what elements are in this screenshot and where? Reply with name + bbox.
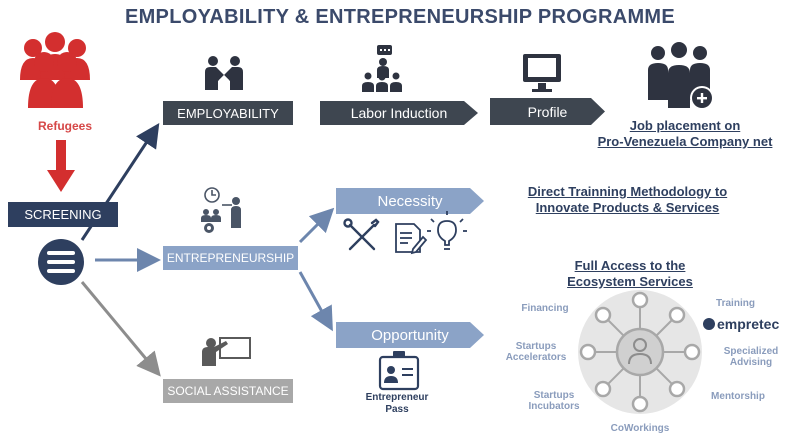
accelerators-line2: Accelerators	[505, 352, 567, 363]
ecosystem-line1: Full Access to the	[574, 258, 686, 273]
screening-box: SCREENING	[8, 202, 118, 227]
training-methodology-line1: Direct Trainning Methodology to	[527, 184, 728, 199]
opportunity-step: Opportunity	[336, 322, 484, 348]
user-hub-icon	[615, 327, 665, 377]
empretec-logo: empretec	[703, 315, 788, 332]
necessity-step: Necessity	[336, 188, 484, 214]
service-mentorship: Mentorship	[711, 391, 765, 402]
ecosystem-line2: Ecosystem Services	[567, 274, 693, 289]
advising-line2: Advising	[729, 357, 773, 368]
arrow-to-social-assistance	[80, 281, 161, 377]
labor-induction-step: Labor Induction	[320, 101, 478, 125]
profile-step: Profile	[490, 98, 605, 125]
job-placement-line1: Job placement on	[629, 118, 741, 133]
service-accelerators: Startups Accelerators	[490, 341, 582, 363]
entrepreneurship-box: ENTREPRENEURSHIP	[163, 246, 298, 270]
ecosystem-heading: Full Access to the Ecosystem Services	[545, 258, 715, 290]
entrepreneur-pass-line1: Entrepreneur	[365, 392, 429, 403]
arrow-to-necessity	[298, 207, 335, 244]
refugees-label: Refugees	[37, 119, 93, 133]
empretec-text: empretec	[717, 315, 780, 332]
service-advising: Specialized Advising	[708, 346, 794, 368]
entrepreneur-pass-label: Entrepreneur Pass	[352, 392, 442, 416]
training-methodology-outcome: Direct Trainning Methodology to Innovate…	[500, 184, 755, 216]
accelerators-line1: Startups	[515, 341, 557, 352]
service-training: Training	[716, 298, 755, 309]
advising-line1: Specialized	[723, 346, 779, 357]
service-coworkings: CoWorkings	[610, 423, 670, 434]
training-methodology-line2: Innovate Products & Services	[535, 200, 720, 215]
page-title: EMPLOYABILITY & ENTREPRENEURSHIP PROGRAM…	[124, 6, 676, 28]
employability-box: EMPLOYABILITY	[163, 101, 293, 125]
incubators-line2: Incubators	[528, 401, 580, 412]
service-incubators: Startups Incubators	[512, 390, 596, 412]
job-placement-line2: Pro-Venezuela Company net	[597, 134, 773, 149]
incubators-line1: Startups	[533, 390, 575, 401]
arrow-to-opportunity	[298, 271, 333, 332]
service-financing: Financing	[521, 303, 569, 314]
entrepreneur-pass-line2: Pass	[385, 404, 409, 415]
social-assistance-box: SOCIAL ASSISTANCE	[163, 379, 293, 403]
job-placement-outcome: Job placement on Pro-Venezuela Company n…	[570, 118, 800, 150]
